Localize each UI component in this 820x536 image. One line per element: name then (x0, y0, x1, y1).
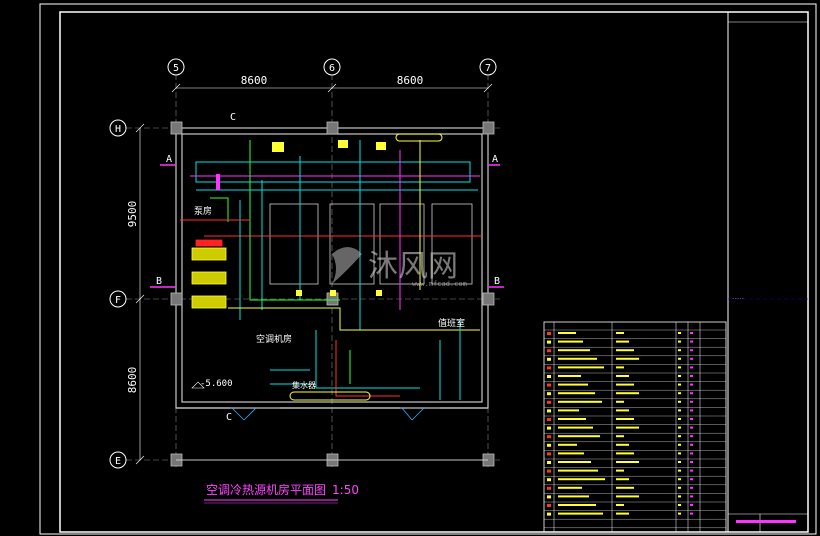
svg-text:F: F (115, 295, 121, 306)
axis-bubble-col-7: 7 (479, 58, 497, 76)
watermark: 沐风网 www.mfcad.com (332, 247, 467, 288)
outer-frame (39, 3, 817, 535)
water-manifold (289, 133, 443, 401)
section-b-right: B (494, 276, 500, 287)
pump-group (191, 239, 227, 309)
axis-bubble-row-h: H (109, 119, 127, 137)
section-b-left: B (156, 276, 162, 287)
door-swings (231, 407, 425, 421)
axis-bubble-row-e: E (109, 451, 127, 469)
elevation-mark: -5.600 (200, 379, 233, 389)
section-marks: A A B B C C (150, 112, 504, 423)
svg-text:沐风网: 沐风网 (368, 249, 458, 284)
svg-text:-----: ----- (732, 296, 744, 301)
room-ahu: 集水器 (292, 380, 316, 390)
dimension-lines (135, 83, 493, 465)
valves-fittings (216, 140, 386, 296)
inner-frame (59, 11, 809, 533)
room-control: 值班室 (438, 317, 465, 329)
svg-text:7: 7 (485, 63, 491, 74)
room-pump: 泵房 (194, 205, 212, 217)
pipe-network (180, 140, 482, 400)
room-main: 空调机房 (256, 333, 292, 345)
dim-5-6: 8600 (241, 74, 268, 87)
dim-h-f: 9500 (126, 201, 139, 228)
svg-text:6: 6 (329, 63, 335, 74)
svg-text:H: H (115, 124, 121, 135)
equipment-schedule-table (543, 321, 808, 533)
axis-bubble-row-f: F (109, 290, 127, 308)
axis-bubble-col-5: 5 (167, 58, 185, 76)
section-a-right: A (492, 154, 498, 165)
section-c-top: C (230, 112, 236, 123)
section-a-left: A (166, 154, 172, 165)
section-c-bottom: C (226, 412, 232, 423)
svg-text:E: E (115, 456, 121, 467)
svg-text:5: 5 (173, 63, 179, 74)
svg-text:www.mfcad.com: www.mfcad.com (412, 280, 467, 288)
axis-bubble-col-6: 6 (323, 58, 341, 76)
chiller-units (269, 203, 473, 285)
dim-6-7: 8600 (397, 74, 424, 87)
dim-f-e: 8600 (126, 367, 139, 394)
